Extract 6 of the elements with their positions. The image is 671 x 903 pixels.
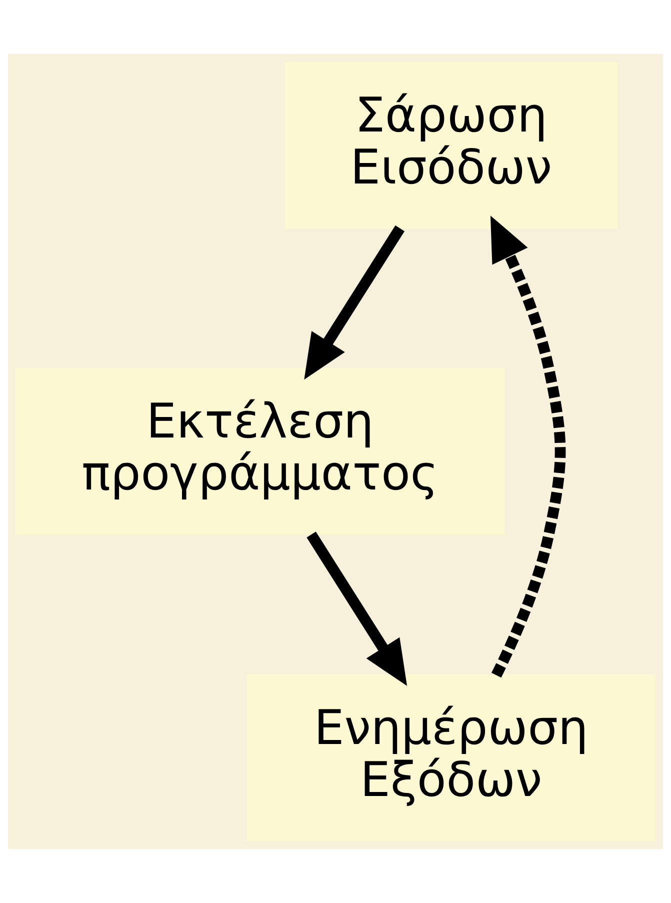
node-box: Σάρωση Εισόδων — [285, 62, 618, 229]
arrow — [490, 216, 566, 678]
arrow — [304, 225, 405, 380]
arrow — [306, 532, 408, 686]
node-box: Ενημέρωση Εξόδων — [246, 674, 656, 842]
node-box: Εκτέλεση προγράμματος — [16, 368, 504, 536]
